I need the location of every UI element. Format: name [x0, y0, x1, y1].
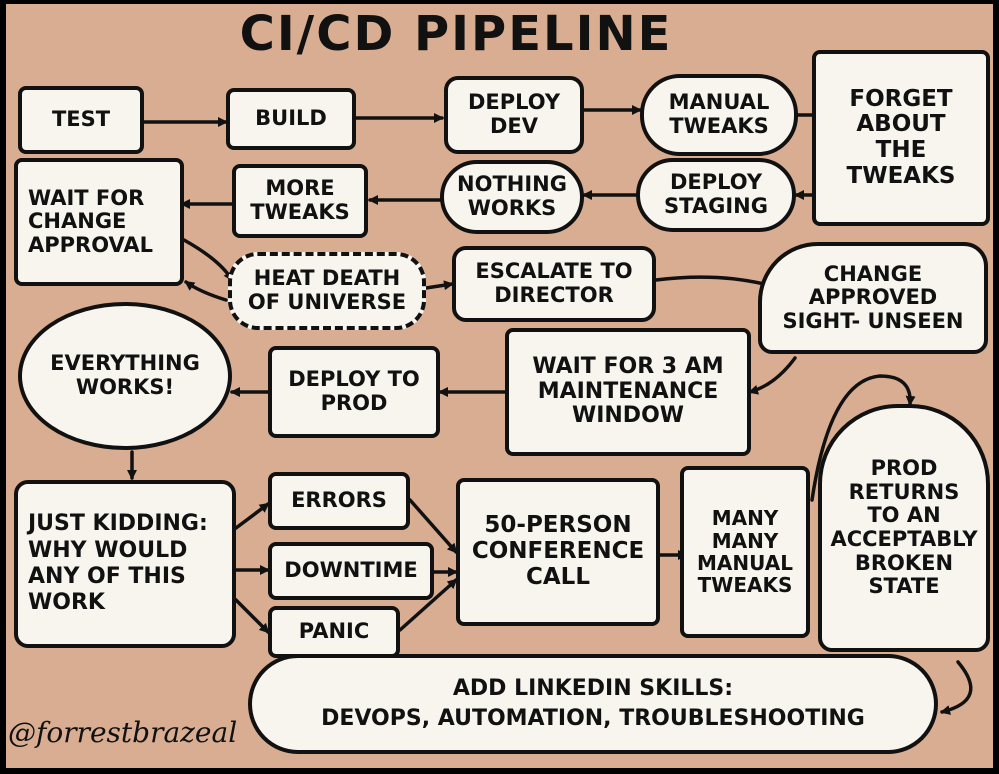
node-escalate-director: ESCALATE TO DIRECTOR — [452, 246, 656, 322]
node-many-manual-tweaks: MANY MANY MANUAL TWEAKS — [680, 466, 810, 638]
node-errors: ERRORS — [268, 472, 410, 530]
node-just-kidding: JUST KIDDING: WHY WOULD ANY OF THIS WORK — [14, 480, 236, 648]
arrow-heat-wait — [184, 280, 228, 302]
node-wait-change-approval: WAIT FOR CHANGE APPROVAL — [14, 158, 184, 286]
node-change-approved: CHANGE APPROVED SIGHT- UNSEEN — [758, 242, 988, 354]
arrow-change-wait3am — [748, 356, 797, 395]
node-more-tweaks: MORE TWEAKS — [232, 164, 368, 238]
node-forget-tweaks: FORGET ABOUT THE TWEAKS — [812, 50, 990, 226]
arrow-wait-heat — [182, 238, 234, 282]
node-heat-death: HEAT DEATH OF UNIVERSE — [228, 252, 426, 330]
node-wait-3am: WAIT FOR 3 AM MAINTENANCE WINDOW — [505, 328, 751, 456]
node-panic: PANIC — [268, 606, 400, 658]
node-manual-tweaks: MANUAL TWEAKS — [640, 74, 798, 156]
node-conference-call: 50-PERSON CONFERENCE CALL — [456, 478, 660, 626]
arrow-returns-linkedin — [940, 660, 973, 715]
author-signature: @forrestbrazeal — [8, 716, 238, 749]
node-everything-works: EVERYTHING WORKS! — [18, 302, 232, 450]
node-downtime: DOWNTIME — [268, 542, 434, 600]
arrow-panic-call — [398, 578, 458, 632]
node-linkedin-skills: ADD LINKEDIN SKILLS: DEVOPS, AUTOMATION,… — [248, 654, 938, 754]
arrow-many-returns — [810, 374, 916, 502]
arrow-escalate-change — [654, 275, 774, 289]
node-test: TEST — [18, 86, 144, 154]
node-deploy-prod: DEPLOY TO PROD — [268, 346, 440, 438]
node-nothing-works: NOTHING WORKS — [440, 160, 584, 234]
node-prod-returns: PROD RETURNS TO AN ACCEPTABLY BROKEN STA… — [818, 404, 990, 652]
node-build: BUILD — [226, 88, 356, 150]
arrow-kidding-panic — [234, 598, 270, 634]
node-deploy-staging: DEPLOY STAGING — [636, 158, 796, 232]
arrow-heat-escalate — [424, 280, 454, 291]
arrow-kidding-errors — [234, 502, 270, 530]
arrow-errors-call — [408, 498, 458, 554]
node-deploy-dev: DEPLOY DEV — [444, 76, 584, 154]
diagram-title: CI/CD PIPELINE — [239, 6, 673, 62]
